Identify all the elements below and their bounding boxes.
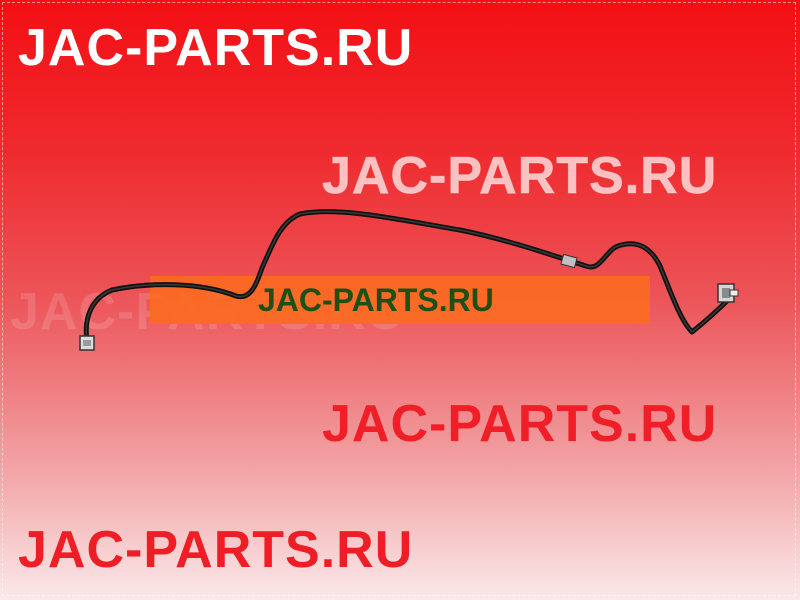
watermark-top: JAC-PARTS.RU [18, 19, 414, 77]
fitting-left-icon [79, 335, 95, 351]
sleeve-middle-icon [560, 253, 578, 269]
watermark-bottom: JAC-PARTS.RU [18, 521, 414, 579]
watermark-banner-text: JAC-PARTS.RU [258, 282, 494, 318]
watermark-upper-right: JAC-PARTS.RU [321, 147, 718, 205]
watermark-lower-right: JAC-PARTS.RU [322, 395, 718, 453]
fitting-right-icon [717, 283, 739, 303]
watermark-banner [150, 276, 650, 324]
